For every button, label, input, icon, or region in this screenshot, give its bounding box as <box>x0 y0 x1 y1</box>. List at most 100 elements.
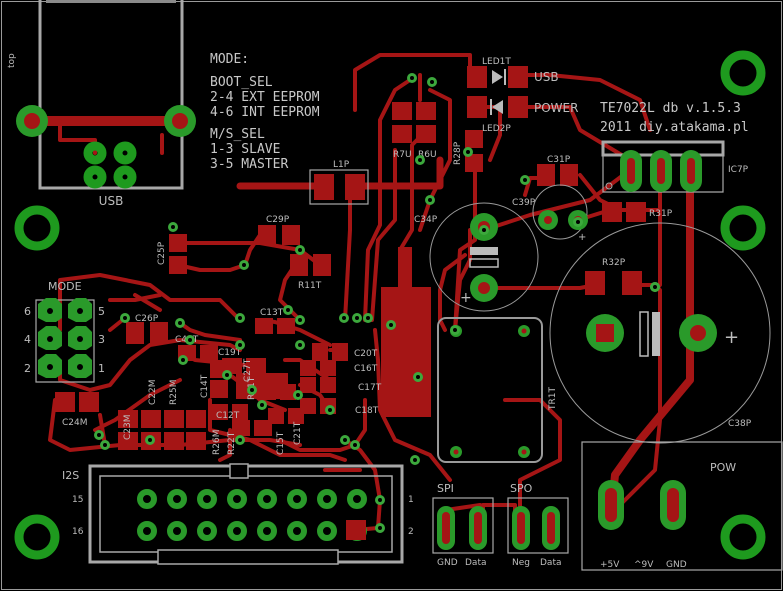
svg-text:16: 16 <box>72 527 84 537</box>
capacitor-c34p: + C34P <box>414 202 539 312</box>
svg-text:C29P: C29P <box>266 215 290 225</box>
svg-text:R32P: R32P <box>602 258 626 268</box>
via-hole <box>298 318 302 322</box>
svg-text:TR1T: TR1T <box>548 387 558 411</box>
via-hole <box>453 328 457 332</box>
mode-header: MODE 6 5 4 3 2 1 <box>24 280 105 383</box>
via-hole <box>416 375 420 379</box>
via-hole <box>298 248 302 252</box>
svg-text:R26M: R26M <box>212 430 222 455</box>
via-hole <box>178 321 182 325</box>
via-hole <box>418 158 422 162</box>
svg-text:C39P: C39P <box>512 198 536 208</box>
svg-text:C20T: C20T <box>354 349 378 359</box>
mode-line: 4-6 INT EEPROM <box>210 105 320 120</box>
svg-text:R11T: R11T <box>298 281 322 291</box>
i2s-pin <box>227 489 247 509</box>
svg-text:15: 15 <box>72 495 83 505</box>
svg-text:R28P: R28P <box>453 141 463 165</box>
inductor-l1p: L1P <box>309 160 369 205</box>
via-hole <box>238 316 242 320</box>
i2s-pin <box>137 521 157 541</box>
svg-text:C14T: C14T <box>200 374 210 398</box>
led1-label: LED1T <box>482 57 511 67</box>
svg-text:+5V: +5V <box>600 560 620 570</box>
svg-text:C16T: C16T <box>354 364 378 374</box>
via-hole <box>466 150 470 154</box>
via-hole <box>188 338 192 342</box>
svg-text:R6U: R6U <box>418 150 437 160</box>
svg-text:C19T: C19T <box>218 348 242 358</box>
mode-notes: MODE: BOOT_SEL 2-4 EXT EEPROM 4-6 INT EE… <box>210 52 320 172</box>
spi-connector: SPI GND Data <box>432 482 494 568</box>
pow-connector: POW +5V ^9V GND <box>581 441 783 571</box>
via-hole <box>103 443 107 447</box>
via-hole <box>298 343 302 347</box>
via-hole <box>296 393 300 397</box>
mode-label: MODE <box>48 280 82 293</box>
via-hole <box>355 316 359 320</box>
side-label: top <box>7 53 17 68</box>
svg-text:R7U: R7U <box>393 150 412 160</box>
spo-connector: SPO Neg Data <box>507 482 569 568</box>
spo-label: SPO <box>510 482 533 495</box>
svg-text:GND: GND <box>666 560 687 570</box>
svg-text:R31P: R31P <box>649 209 673 219</box>
svg-text:Data: Data <box>465 558 487 568</box>
via-hole <box>366 316 370 320</box>
svg-text:C27T: C27T <box>243 358 253 382</box>
via-hole <box>576 220 580 224</box>
via-hole <box>389 323 393 327</box>
svg-text:1: 1 <box>408 495 414 505</box>
led1-text: USB <box>534 70 559 84</box>
i2s-pin <box>137 489 157 509</box>
svg-text:C34P: C34P <box>414 215 438 225</box>
mode-line: 1-3 SLAVE <box>210 142 280 157</box>
via-hole <box>250 388 254 392</box>
mode-line: M/S_SEL <box>210 127 265 142</box>
mode-line: 3-5 MASTER <box>210 157 288 172</box>
svg-text:Neg: Neg <box>512 558 530 568</box>
copper-pour <box>381 287 431 417</box>
i2s-pin <box>287 489 307 509</box>
via-hole <box>225 373 229 377</box>
via-hole <box>148 438 152 442</box>
i2s-pin <box>167 521 187 541</box>
svg-text:R22T: R22T <box>227 431 237 455</box>
svg-text:1: 1 <box>98 362 105 375</box>
svg-text:^9V: ^9V <box>634 560 654 570</box>
via-hole <box>286 308 290 312</box>
svg-text:+: + <box>724 327 739 348</box>
capacitor-c38p: + C38P <box>549 222 771 444</box>
svg-text:2: 2 <box>24 362 31 375</box>
i2s-pin <box>167 489 187 509</box>
svg-text:5: 5 <box>98 305 105 318</box>
i2s-header: I2S 15 16 1 2 <box>62 463 414 565</box>
i2s-pin <box>257 489 277 509</box>
led2-label: LED2P <box>482 124 511 134</box>
via-hole <box>260 403 264 407</box>
pow-label: POW <box>710 461 736 474</box>
svg-text:IC7P: IC7P <box>728 165 749 175</box>
i2s-label: I2S <box>62 469 79 482</box>
via-hole <box>410 76 414 80</box>
capacitor-c31p: C31P <box>537 155 578 186</box>
via-hole <box>413 458 417 462</box>
i2s-pin <box>317 489 337 509</box>
board-subtitle: 2011 diy.atakama.pl <box>600 120 749 135</box>
resistors-r7u-r6u: R7U R6U <box>392 102 437 160</box>
via-hole <box>328 408 332 412</box>
led2-text: POWER <box>534 101 578 115</box>
via-hole <box>97 433 101 437</box>
via-hole <box>378 498 382 502</box>
svg-text:C17T: C17T <box>358 383 382 393</box>
resistor-r31p: R31P <box>602 202 673 222</box>
copper-traces <box>27 53 704 532</box>
svg-text:2: 2 <box>408 527 414 537</box>
via-hole <box>342 316 346 320</box>
via-hole <box>653 285 657 289</box>
usb-label: USB <box>99 194 124 208</box>
svg-text:C23M: C23M <box>123 414 133 440</box>
